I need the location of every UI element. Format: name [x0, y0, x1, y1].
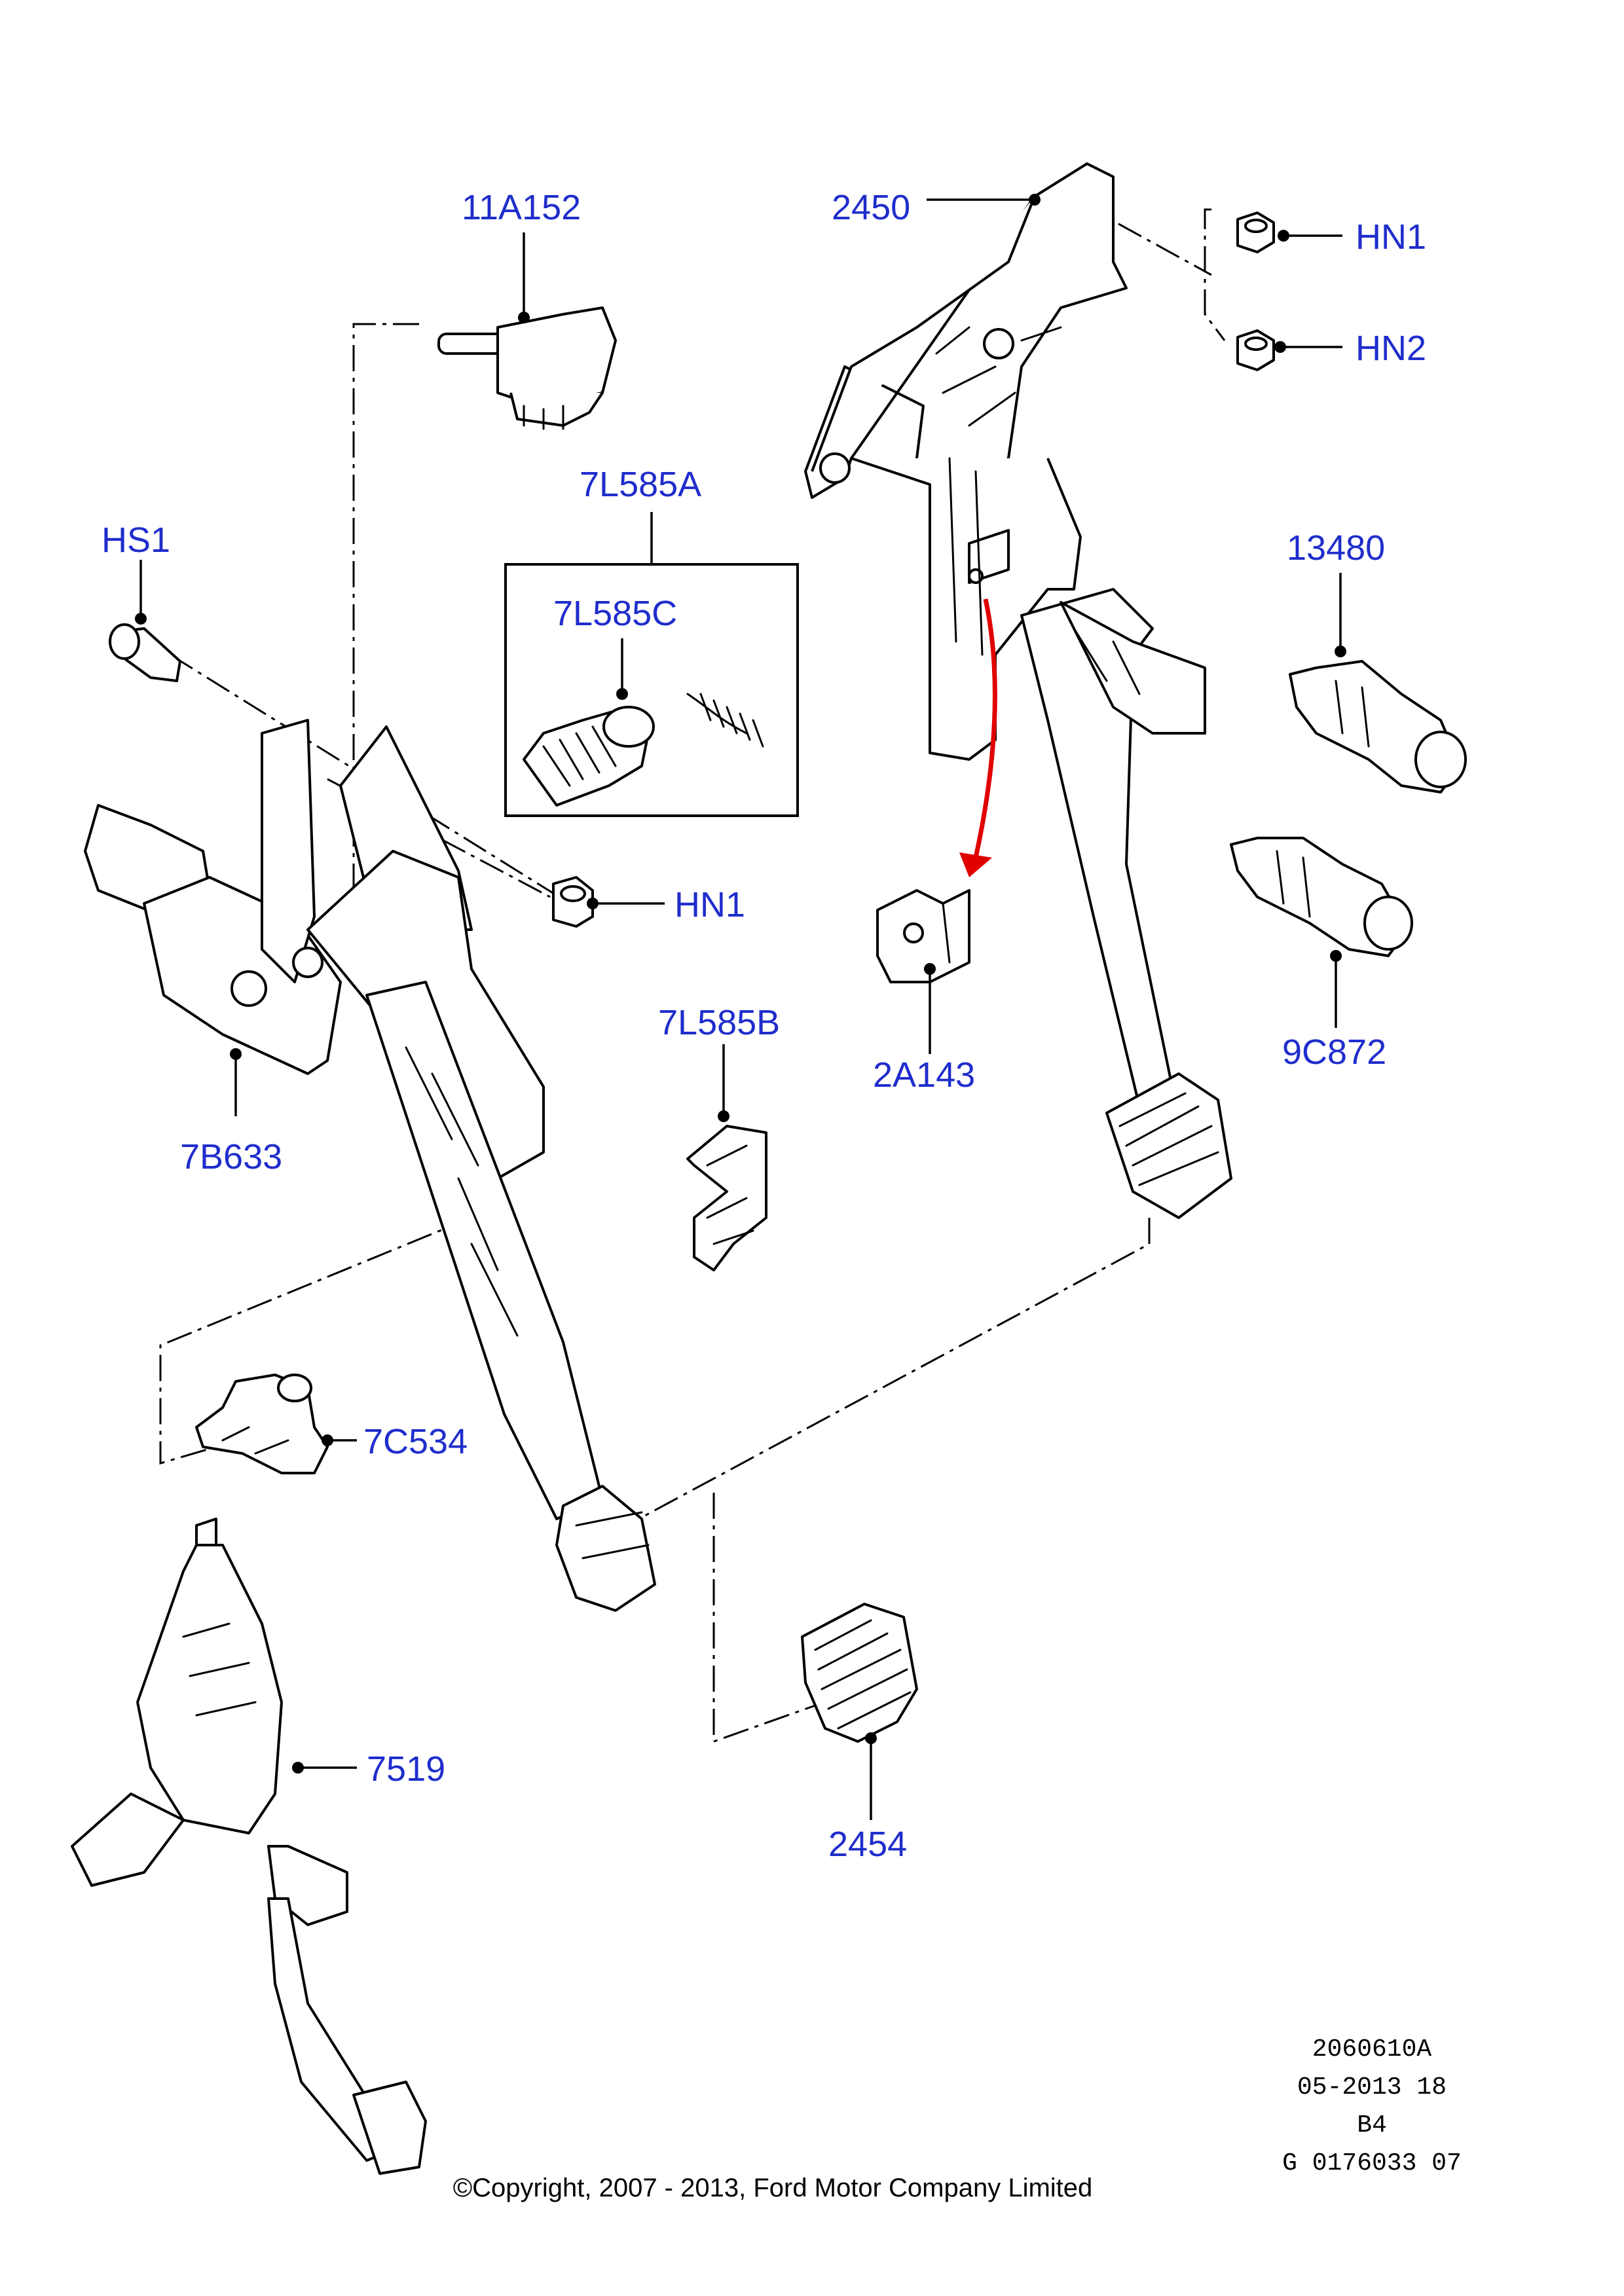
- clip-7L585B: [686, 1125, 767, 1271]
- label-7C534: 7C534: [363, 1422, 468, 1461]
- nut-HN2: [1236, 329, 1275, 371]
- label-7L585C: 7L585C: [553, 594, 677, 633]
- label-11A152: 11A152: [462, 188, 581, 227]
- label-13480: 13480: [1287, 528, 1385, 568]
- pedal-pad-2454: [801, 1603, 918, 1743]
- label-7B633: 7B633: [180, 1137, 282, 1176]
- label-2A143: 2A143: [873, 1055, 975, 1095]
- nut-HN1-mid: [552, 876, 594, 928]
- bracket-2A143: [876, 889, 970, 983]
- label-HN1-top: HN1: [1356, 217, 1426, 257]
- label-HS1: HS1: [101, 520, 170, 560]
- reference-line-3: B4: [1357, 2111, 1387, 2140]
- label-7519: 7519: [367, 1749, 445, 1789]
- label-HN2: HN2: [1356, 329, 1426, 368]
- callout-leaders: [135, 194, 1346, 1820]
- accelerator-pedal-7519: [71, 1518, 427, 2175]
- switch-13480: [1289, 660, 1467, 793]
- switch-11A152-part: [437, 306, 617, 430]
- reference-block: 2060610A 05-2013 18 B4 G 0176033 07: [1282, 2035, 1462, 2178]
- callout-labels: 11A152 2450 HN1 HN2 7L585A 7L585C HS1 HN…: [101, 188, 1426, 1864]
- switch-9C872: [1230, 837, 1413, 957]
- clutch-pedal-bracket-7B633: [84, 719, 656, 1612]
- label-9C872: 9C872: [1282, 1032, 1386, 1072]
- reference-line-2: 05-2013 18: [1297, 2073, 1447, 2102]
- nut-HN1-top: [1236, 211, 1275, 253]
- label-7L585A: 7L585A: [580, 465, 701, 504]
- switch-7C534: [195, 1374, 329, 1474]
- label-2450: 2450: [832, 188, 910, 227]
- label-HN1-mid: HN1: [674, 885, 745, 924]
- kit-7L585A-box: [504, 563, 799, 817]
- brake-pedal-arm: [1020, 588, 1232, 1219]
- label-7L585B: 7L585B: [658, 1003, 780, 1042]
- bolt-HS1: [109, 623, 181, 682]
- install-direction-arrow: [959, 598, 997, 877]
- copyright-notice: ©Copyright, 2007 - 2013, Ford Motor Comp…: [453, 2174, 1093, 2202]
- reference-line-1: 2060610A: [1312, 2035, 1432, 2064]
- reference-line-4: G 0176033 07: [1282, 2149, 1462, 2178]
- label-2454: 2454: [828, 1825, 907, 1864]
